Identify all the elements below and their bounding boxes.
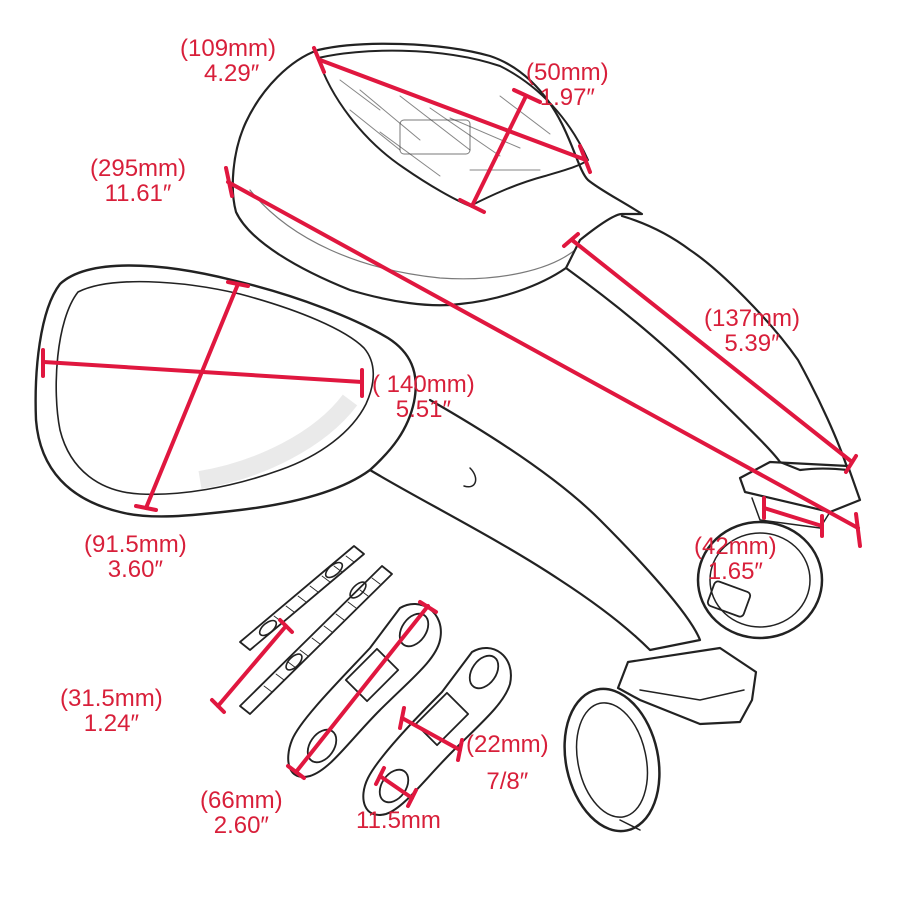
- mirror-glass: [55, 280, 375, 496]
- glass-height-mm: (91.5mm): [84, 531, 187, 558]
- dimension-line-slot-width: [398, 706, 464, 762]
- base-width-in: 1.65″: [707, 558, 763, 585]
- bolt-length-mm: (31.5mm): [60, 685, 163, 712]
- dimension-line-hole-diameter: [374, 766, 418, 808]
- gasket-length-mm: (66mm): [200, 787, 283, 814]
- label-arm-length: (137mm) 5.39″: [704, 306, 800, 356]
- dimension-line-bolt-length: [210, 618, 294, 714]
- dimension-line-arm-length: [562, 232, 858, 474]
- glass-width-in: 5.51″: [395, 396, 451, 423]
- mounting-bolt-2: [239, 565, 393, 715]
- overall-length-mm: (295mm): [90, 155, 187, 182]
- rear-mirror-arm: [564, 214, 862, 529]
- front-mirror-base: [616, 646, 758, 726]
- label-glass-width: ( 140mm) 5.51″: [372, 372, 475, 422]
- glass-width-mm: ( 140mm): [372, 371, 475, 398]
- rear-mirror-clamp-ring: [696, 520, 824, 640]
- dimension-line-lens-height: [458, 88, 542, 214]
- dimension-line-glass-height: [134, 280, 250, 512]
- slot-width-in: 7/8″: [486, 768, 529, 795]
- label-lens-height: (50mm) 1.97″: [526, 60, 609, 110]
- front-mirror-clamp-ring: [563, 687, 661, 833]
- dimension-line-gasket-length: [286, 600, 438, 780]
- slot-width-mm: (22mm): [466, 731, 549, 758]
- label-glass-height: (91.5mm) 3.60″: [84, 532, 187, 582]
- base-width-mm: (42mm): [694, 533, 777, 560]
- arm-length-in: 5.39″: [724, 330, 780, 357]
- label-gasket-length: (66mm) 2.60″: [200, 788, 283, 838]
- overall-length-in: 11.61″: [104, 180, 172, 207]
- gasket-length-in: 2.60″: [213, 812, 269, 839]
- lens-height-mm: (50mm): [526, 59, 609, 86]
- hole-diameter-mm: 11.5mm: [356, 807, 441, 834]
- label-base-width: (42mm) 1.65″: [694, 534, 777, 584]
- label-hole-diameter: 11.5mm: [356, 808, 441, 833]
- arm-length-mm: (137mm): [704, 305, 801, 332]
- lens-length-in: 4.29″: [204, 60, 260, 87]
- lens-height-in: 1.97″: [539, 84, 595, 111]
- dimension-line-base-width: [762, 496, 824, 538]
- dimension-line-lens-length: [312, 46, 592, 174]
- front-mirror-stem: [368, 398, 702, 652]
- label-lens-length: (109mm) 4.29″: [180, 36, 276, 86]
- label-slot-width: (22mm) 7/8″: [466, 732, 549, 794]
- mounting-bolt-1: [239, 545, 365, 651]
- lens-length-mm: (109mm): [180, 35, 277, 62]
- front-mirror-housing: [34, 264, 417, 518]
- glass-height-in: 3.60″: [107, 556, 163, 583]
- label-bolt-length: (31.5mm) 1.24″: [60, 686, 163, 736]
- label-overall-length: (295mm) 11.61″: [90, 156, 186, 206]
- turn-signal-lens: [317, 49, 589, 207]
- dimension-line-overall-length: [224, 166, 862, 548]
- bolt-length-in: 1.24″: [83, 710, 139, 737]
